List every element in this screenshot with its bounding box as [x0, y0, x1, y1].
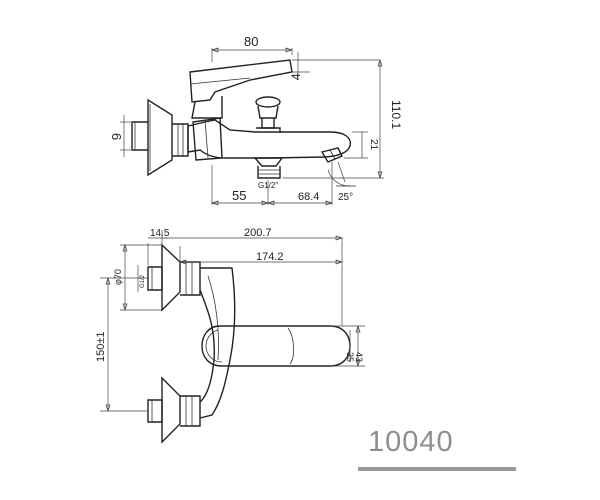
dim-14-5: 14.5: [150, 228, 170, 239]
product-code: 10040: [368, 426, 454, 458]
top-inlet-pipe: [131, 121, 148, 151]
dim-6: 6: [109, 133, 124, 140]
front-view: 14.5 200.7 174.2 φ70 G1/2 150±1 35 43: [95, 227, 365, 444]
front-dimensions: [100, 230, 365, 413]
dim-200-7: 200.7: [244, 227, 272, 239]
product-code-underline: [358, 467, 516, 471]
front-body: [199, 267, 236, 419]
dim-25deg: 25°: [338, 192, 353, 203]
dim-55: 55: [232, 188, 246, 203]
top-nut: [172, 123, 189, 157]
top-view: 80 4 110.1 6 21 G1/2" 55 68.4 25°: [109, 34, 403, 206]
dim-110-1: 110.1: [389, 100, 403, 129]
thread-label-front: G1/2: [140, 274, 146, 288]
thread-label-top: G1/2": [258, 181, 278, 190]
front-upper-flange: [147, 243, 201, 312]
top-dimensions: [120, 47, 384, 206]
dim-4: 4: [289, 73, 303, 80]
dim-80: 80: [244, 34, 258, 49]
dim-174-2: 174.2: [256, 251, 284, 263]
dim-150: 150±1: [95, 331, 107, 362]
dim-phi70: φ70: [113, 269, 123, 285]
top-lever-handle: [189, 59, 293, 103]
diverter-knob: [255, 96, 281, 133]
top-shower-outlet: [253, 157, 284, 179]
top-body: [187, 119, 352, 159]
top-wall-flange: [147, 98, 173, 177]
front-lower-flange: [147, 376, 201, 444]
top-spout-outlet: [320, 147, 343, 163]
dim-21: 21: [368, 139, 379, 151]
dim-35: 35: [345, 352, 355, 362]
dim-68-4: 68.4: [298, 191, 319, 203]
front-lever-oval: [201, 325, 351, 367]
dim-43: 43: [354, 352, 364, 362]
